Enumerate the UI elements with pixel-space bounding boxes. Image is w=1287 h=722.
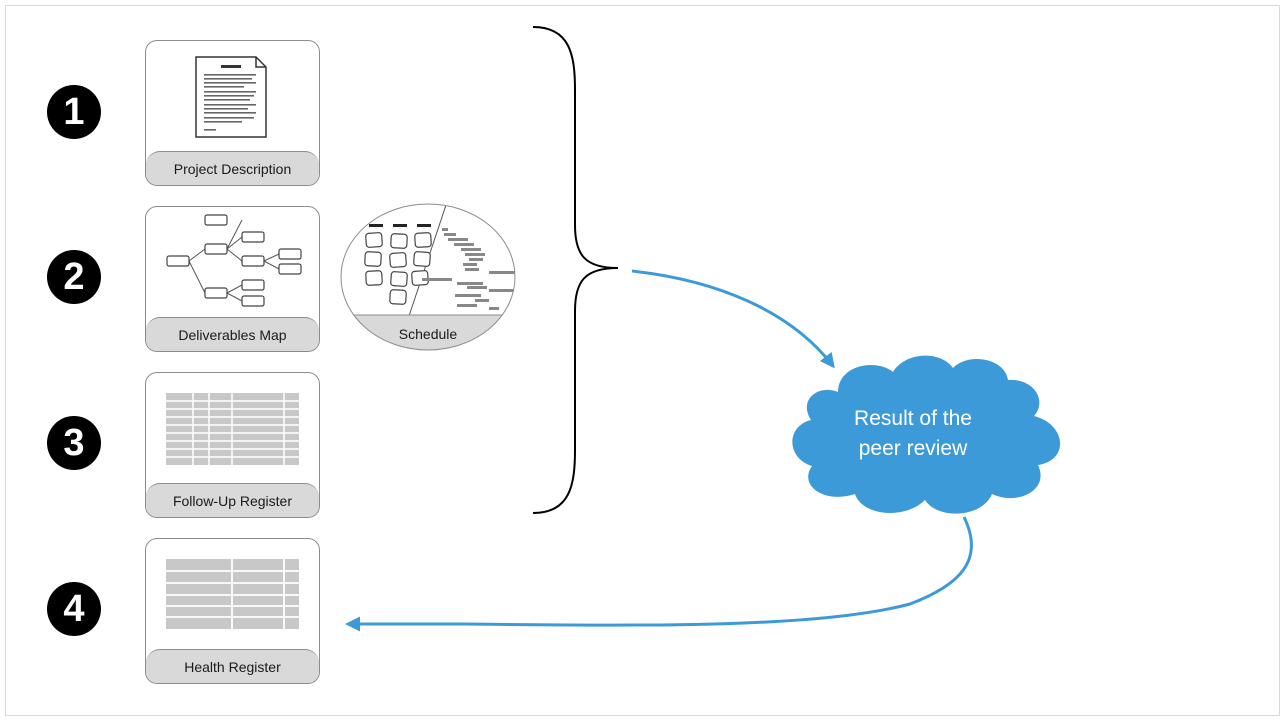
deliverables-map-label: Deliverables Map	[146, 317, 319, 351]
arrow-to-health-register	[345, 516, 973, 632]
health-register-card: Health Register	[145, 538, 320, 684]
curly-brace	[532, 26, 619, 514]
table-icon	[166, 559, 299, 629]
tree-map-icon	[166, 214, 302, 307]
health-register-label: Health Register	[146, 649, 319, 683]
step-1-badge: 1	[47, 85, 101, 139]
cloud-line-2: peer review	[858, 437, 968, 460]
schedule-icon	[340, 203, 516, 351]
step-3-badge: 3	[47, 416, 101, 470]
diagram-frame	[5, 5, 1280, 716]
schedule-label: Schedule	[398, 326, 458, 342]
cloud-line-1: Result of the	[854, 407, 972, 430]
schedule-card: Schedule	[339, 202, 517, 352]
project-description-label: Project Description	[146, 151, 319, 185]
follow-up-register-label: Follow-Up Register	[146, 483, 319, 517]
table-icon	[166, 393, 299, 465]
deliverables-map-card: Deliverables Map	[145, 206, 320, 352]
arrow-to-cloud	[631, 269, 835, 369]
step-2-badge: 2	[47, 250, 101, 304]
step-4-badge: 4	[47, 582, 101, 636]
follow-up-register-card: Follow-Up Register	[145, 372, 320, 518]
peer-review-result-text: Result of the peer review	[818, 404, 1008, 464]
project-description-card: Project Description	[145, 40, 320, 186]
document-icon	[195, 56, 267, 138]
cloud-shape	[792, 355, 1061, 514]
